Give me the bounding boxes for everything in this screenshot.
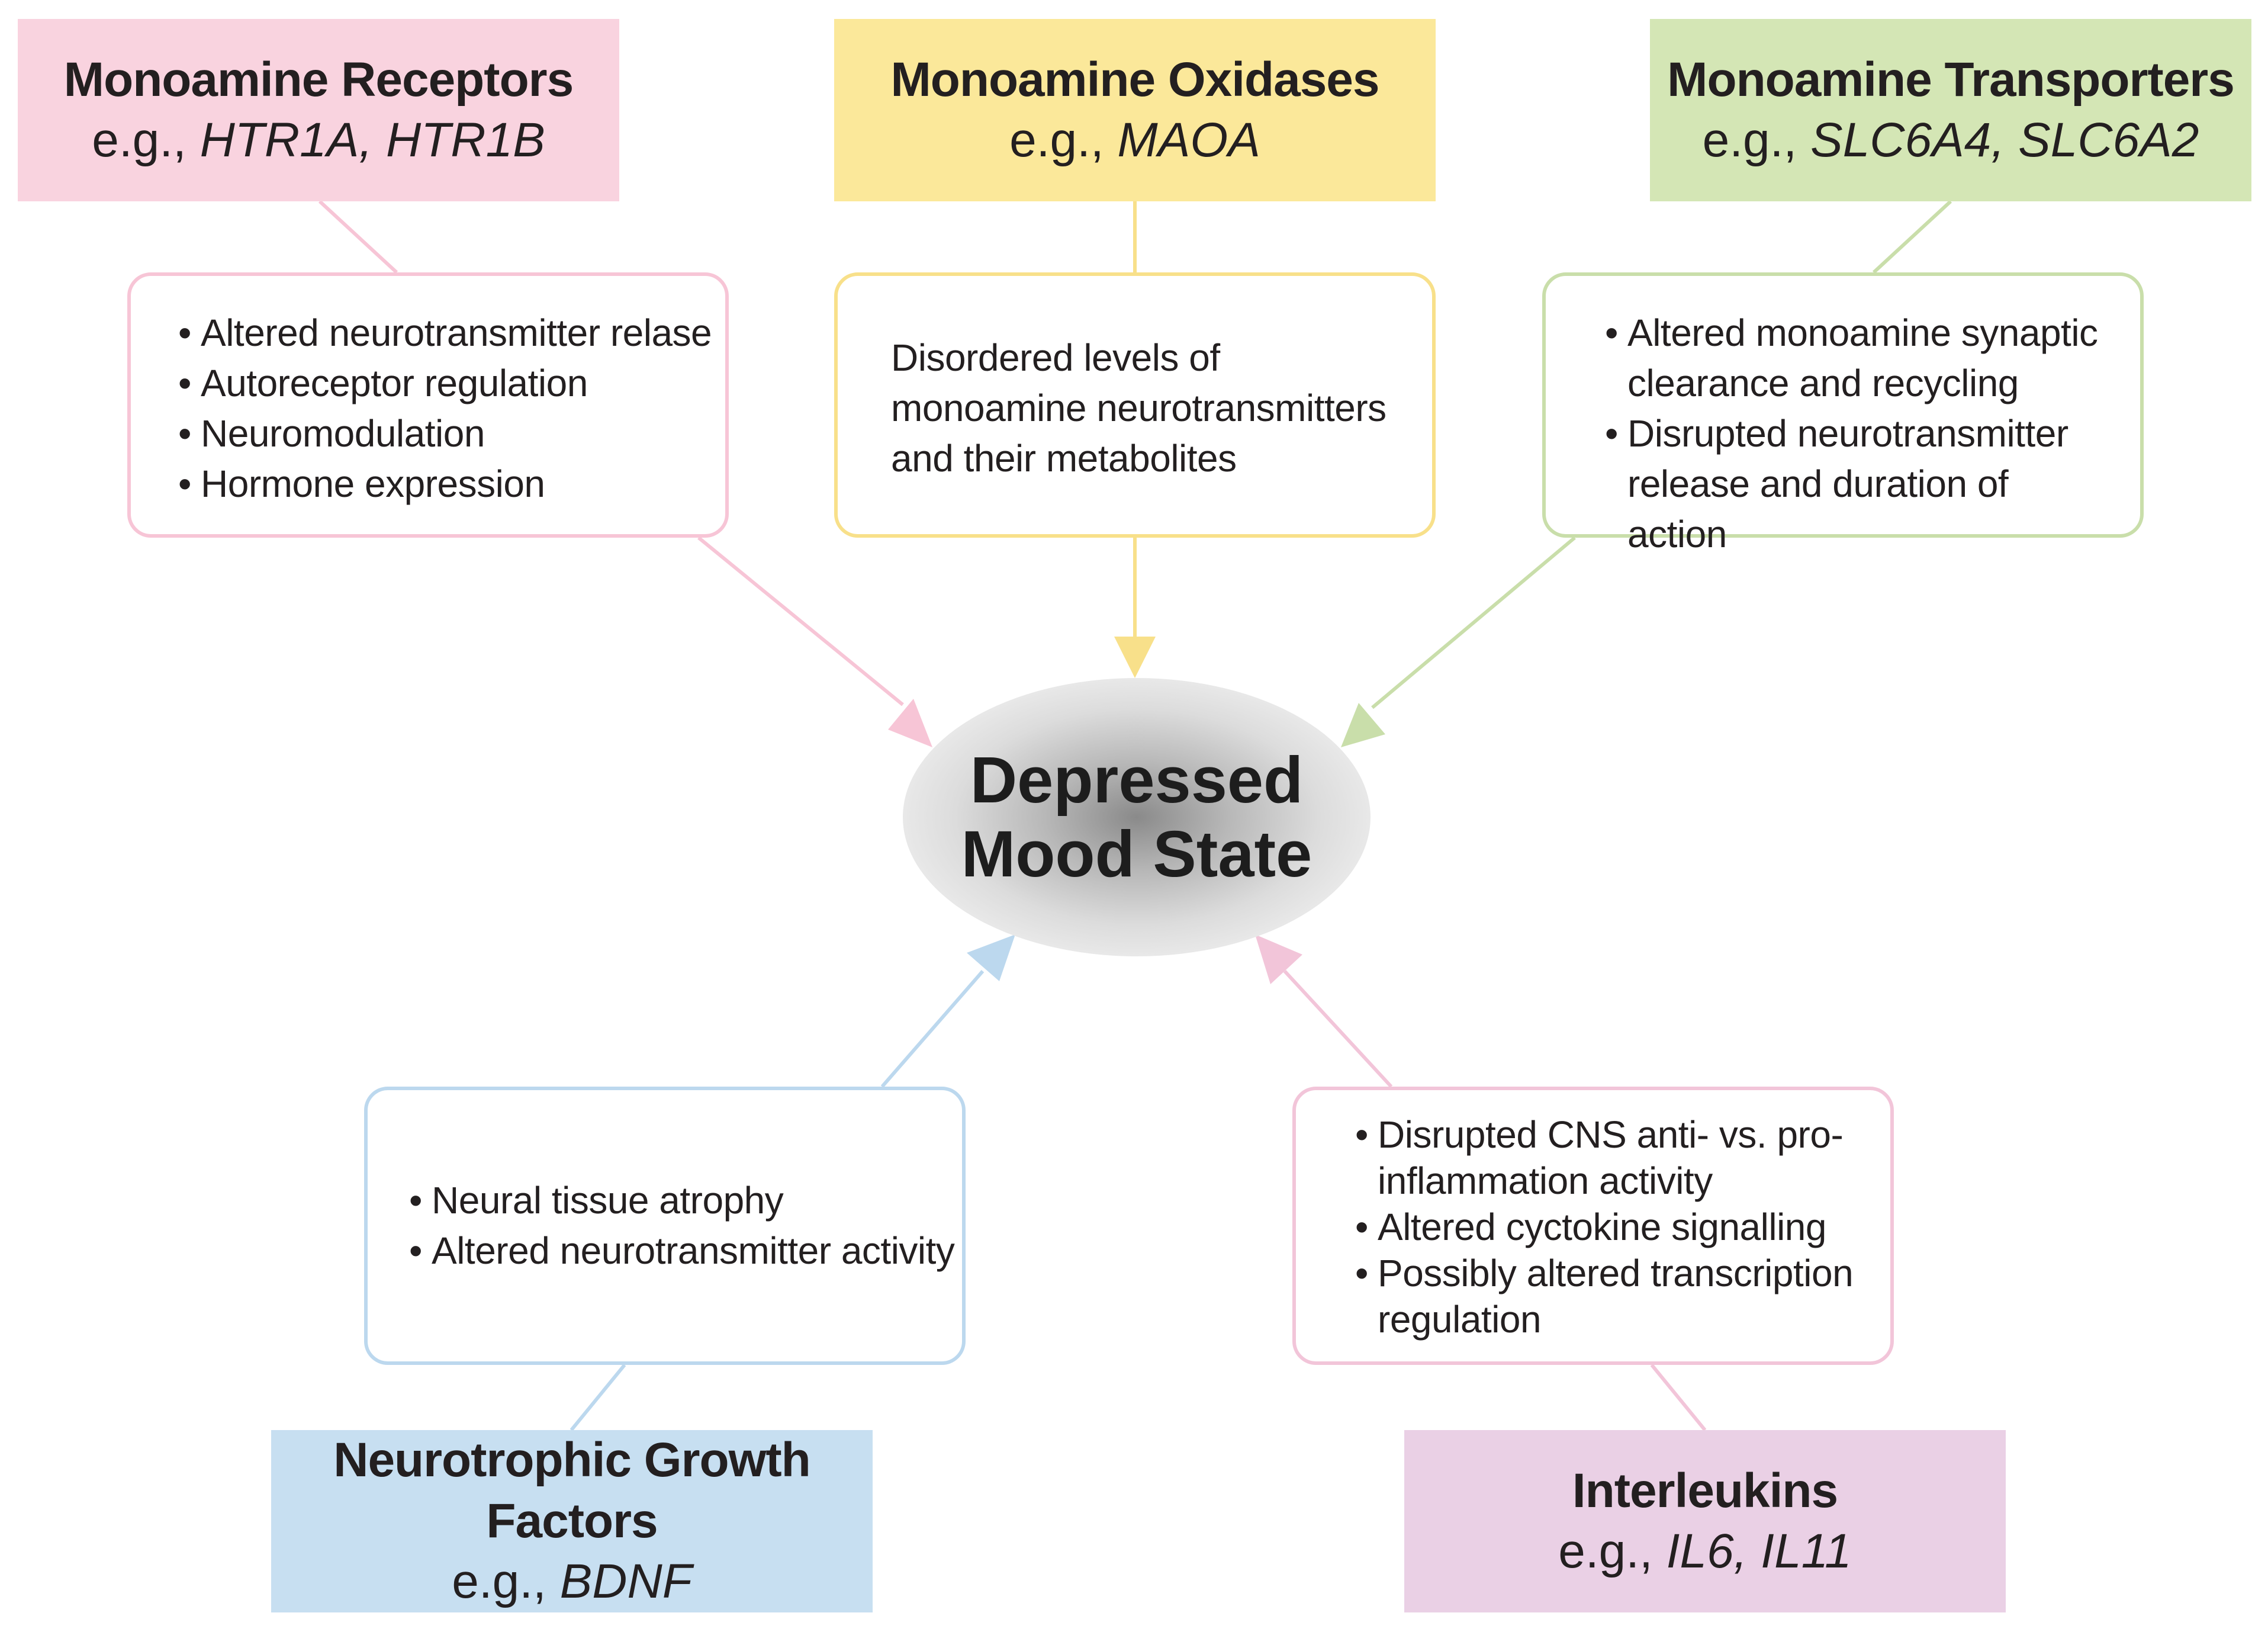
transporters-example-genes: SLC6A4, SLC6A2 [1810,113,2199,167]
transporters-header: Monoamine Transporters e.g., SLC6A4, SLC… [1650,19,2251,201]
receptors-example-genes: HTR1A, HTR1B [200,113,545,167]
list-item: Disrupted neurotransmitter release and d… [1605,409,2111,560]
neurotrophic-header-connector [570,1364,626,1431]
neurotrophic-example-genes: BDNF [559,1554,692,1609]
receptors-arrow-line [697,536,904,706]
interleukins-example: e.g., IL6, IL11 [1558,1521,1851,1582]
interleukins-arrowhead [1255,934,1302,984]
receptors-example: e.g., HTR1A, HTR1B [92,110,545,171]
center-label-line2: Mood State [961,818,1312,891]
transporters-title: Monoamine Transporters [1667,52,2235,107]
transporters-arrow-line [1371,536,1576,709]
transporters-example: e.g., SLC6A4, SLC6A2 [1703,110,2199,171]
list-item: Autoreceptor regulation [178,358,725,409]
list-item: Altered monoamine synaptic clearance and… [1605,308,2111,409]
list-item: Altered neurotransmitter activity [409,1226,962,1276]
neurotrophic-arrowhead [967,934,1015,981]
list-item: Possibly altered transcription regulatio… [1355,1250,1855,1342]
neurotrophic-example-prefix: e.g., [452,1554,560,1609]
interleukins-arrow-line [1283,969,1393,1088]
oxidases-header: Monoamine Oxidases e.g., MAOA [834,19,1436,201]
interleukins-example-prefix: e.g., [1558,1524,1667,1578]
interleukins-header-connector [1650,1364,1707,1431]
receptors-arrowhead [888,699,932,747]
transporters-arrowhead [1341,703,1385,747]
neurotrophic-effects-list: Neural tissue atrophy Altered neurotrans… [409,1175,962,1276]
receptors-title: Monoamine Receptors [63,52,574,107]
receptors-effects-list: Altered neurotransmitter relase Autorece… [178,308,725,509]
neurotrophic-example: e.g., BDNF [452,1551,692,1612]
interleukins-header: Interleukins e.g., IL6, IL11 [1404,1430,2006,1612]
interleukins-effects-box: Disrupted CNS anti- vs. pro-inflammation… [1292,1087,1894,1365]
neurotrophic-header: Neurotrophic Growth Factors e.g., BDNF [271,1430,873,1612]
receptors-header-connector [318,200,398,274]
neurotrophic-effects-box: Neural tissue atrophy Altered neurotrans… [364,1087,966,1365]
oxidases-arrowhead [1114,637,1156,678]
transporters-example-prefix: e.g., [1702,113,1810,167]
list-item: Altered neurotransmitter relase [178,308,725,358]
oxidases-effect-text: Disordered levels of monoamine neurotran… [891,336,1386,480]
oxidases-example-prefix: e.g., [1009,113,1118,167]
oxidases-title: Monoamine Oxidases [890,52,1379,107]
oxidases-example-genes: MAOA [1117,113,1260,167]
center-label-line1: Depressed [970,744,1304,817]
receptors-effects-box: Altered neurotransmitter relase Autorece… [127,272,729,538]
list-item: Neural tissue atrophy [409,1175,962,1226]
list-item: Disrupted CNS anti- vs. pro-inflammation… [1355,1111,1855,1204]
transporters-header-connector [1872,200,1952,274]
neurotrophic-arrow-line [880,970,985,1088]
transporters-effects-box: Altered monoamine synaptic clearance and… [1542,272,2144,555]
oxidases-effects-box: Disordered levels of monoamine neurotran… [834,272,1436,538]
interleukins-title: Interleukins [1572,1463,1838,1518]
neurotrophic-title: Neurotrophic Growth Factors [333,1433,811,1548]
list-item: Altered cyctokine signalling [1355,1204,1855,1250]
transporters-effects-list: Altered monoamine synaptic clearance and… [1605,308,2111,560]
interleukins-example-genes: IL6, IL11 [1666,1524,1852,1578]
list-item: Neuromodulation [178,409,725,459]
oxidases-example: e.g., MAOA [1009,110,1260,171]
interleukins-effects-list: Disrupted CNS anti- vs. pro-inflammation… [1355,1111,1855,1342]
depressed-mood-state-node: Depressed Mood State [903,678,1371,956]
receptors-header: Monoamine Receptors e.g., HTR1A, HTR1B [18,19,619,201]
receptors-example-prefix: e.g., [92,113,200,167]
list-item: Hormone expression [178,459,725,509]
